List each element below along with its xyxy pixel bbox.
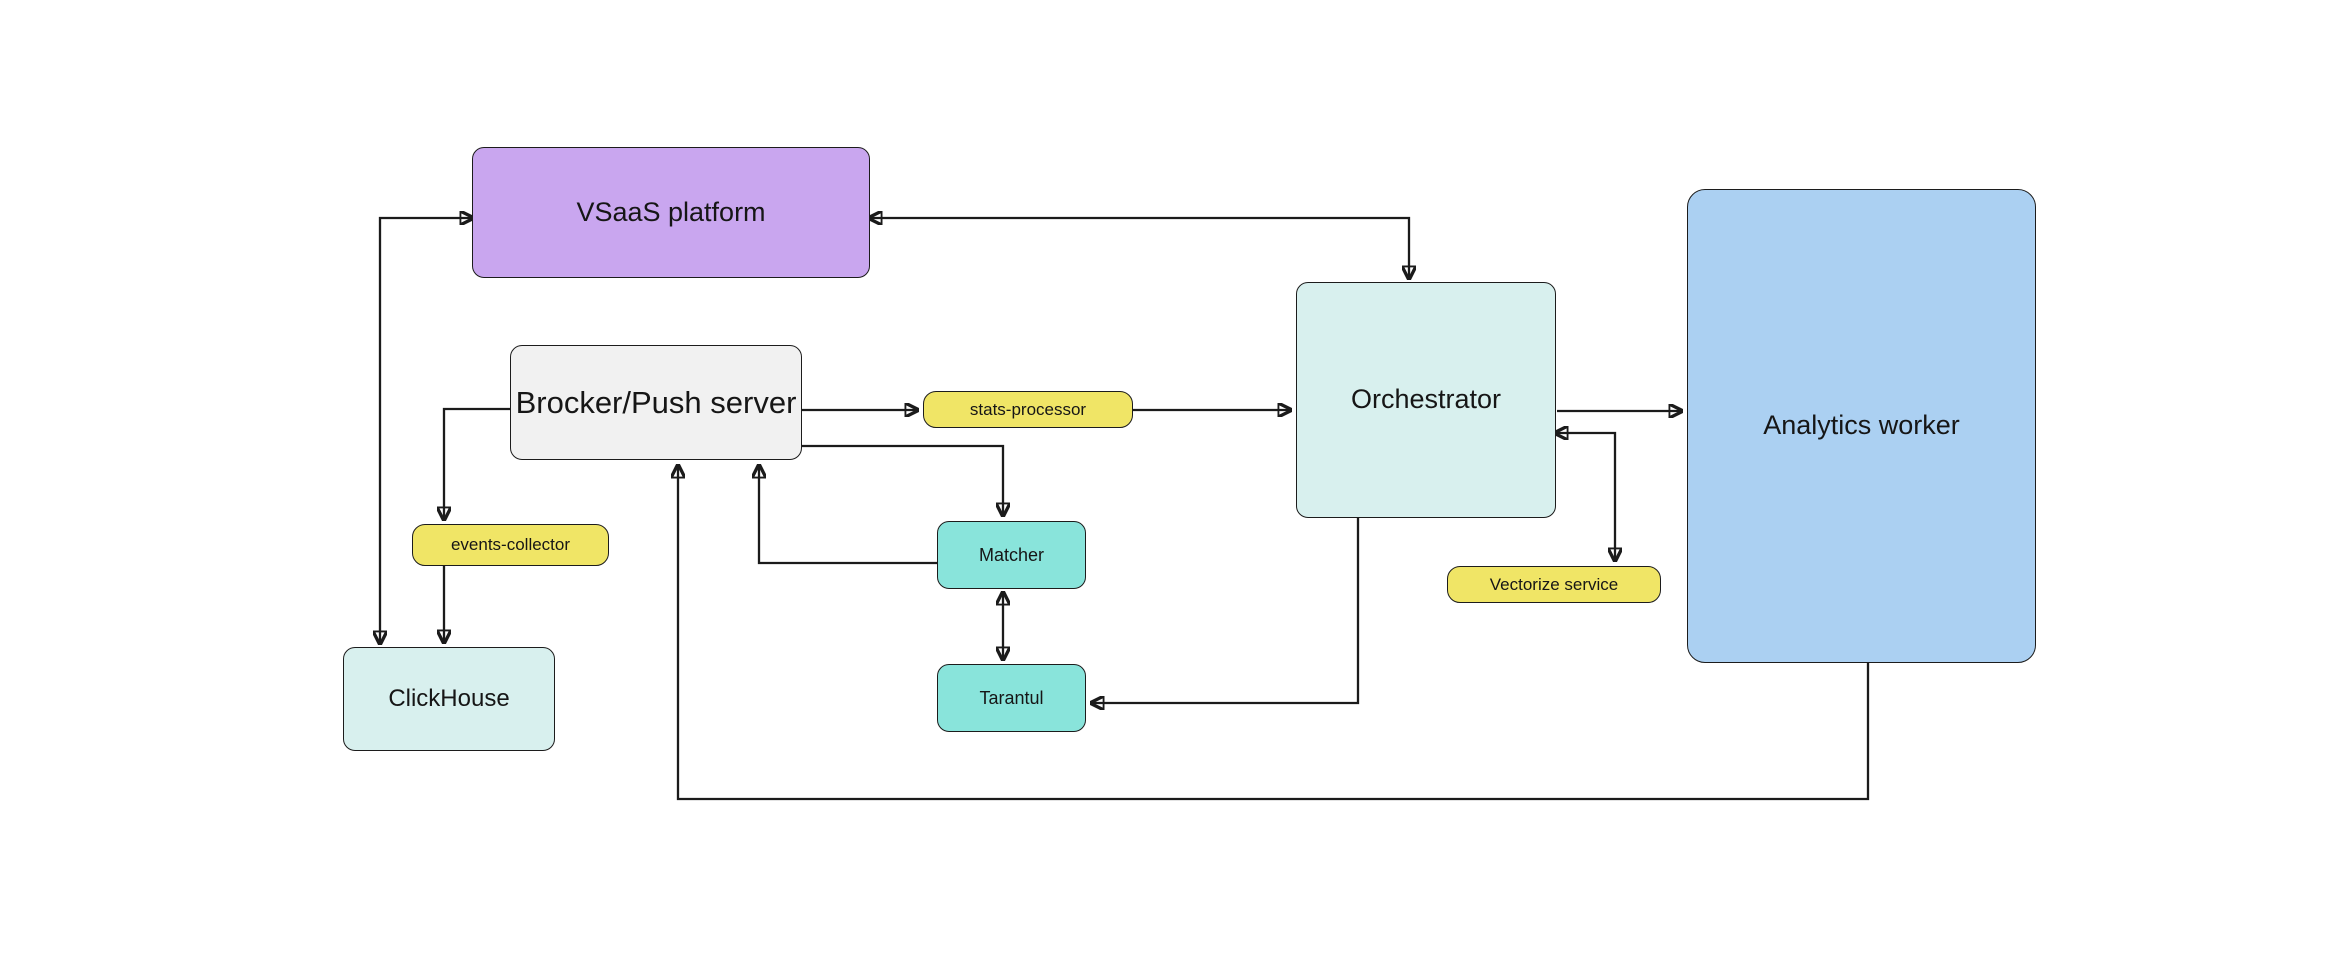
edge-orchestrator-vectorize-service[interactable] (1556, 433, 1615, 560)
node-events-collector-label: events-collector (450, 535, 571, 555)
node-brocker-push-server[interactable]: Brocker/Push server (510, 345, 802, 460)
node-vsaas-platform-label: VSaaS platform (576, 196, 766, 227)
node-clickhouse[interactable]: ClickHouse (343, 647, 555, 751)
node-stats-processor[interactable]: stats-processor (923, 391, 1133, 428)
node-tarantul[interactable]: Tarantul (937, 664, 1086, 732)
node-vectorize-service[interactable]: Vectorize service (1447, 566, 1661, 603)
node-vsaas-platform[interactable]: VSaaS platform (472, 147, 870, 278)
node-orchestrator-label: Orchestrator (1350, 384, 1502, 415)
edge-vsaas-clickhouse[interactable] (380, 218, 472, 643)
node-tarantul-label: Tarantul (979, 687, 1044, 708)
node-matcher[interactable]: Matcher (937, 521, 1086, 589)
edge-analytics-worker-brocker[interactable] (678, 466, 1870, 801)
node-stats-processor-label: stats-processor (969, 399, 1087, 419)
node-analytics-worker[interactable]: Analytics worker (1687, 189, 2036, 663)
node-orchestrator[interactable]: Orchestrator (1296, 282, 1556, 518)
node-brocker-push-server-label: Brocker/Push server (515, 384, 797, 420)
edge-vsaas-orchestrator[interactable] (870, 218, 1409, 278)
node-matcher-label: Matcher (978, 544, 1045, 565)
edge-matcher-brocker[interactable] (759, 466, 937, 565)
edge-brocker-events-collector[interactable] (444, 407, 510, 519)
node-vectorize-service-label: Vectorize service (1489, 574, 1619, 594)
node-analytics-worker-label: Analytics worker (1763, 410, 1960, 441)
node-events-collector[interactable]: events-collector (412, 524, 609, 566)
node-clickhouse-label: ClickHouse (388, 685, 510, 713)
edge-brocker-matcher[interactable] (802, 444, 1003, 515)
edge-orchestrator-tarantul[interactable] (1092, 518, 1360, 703)
